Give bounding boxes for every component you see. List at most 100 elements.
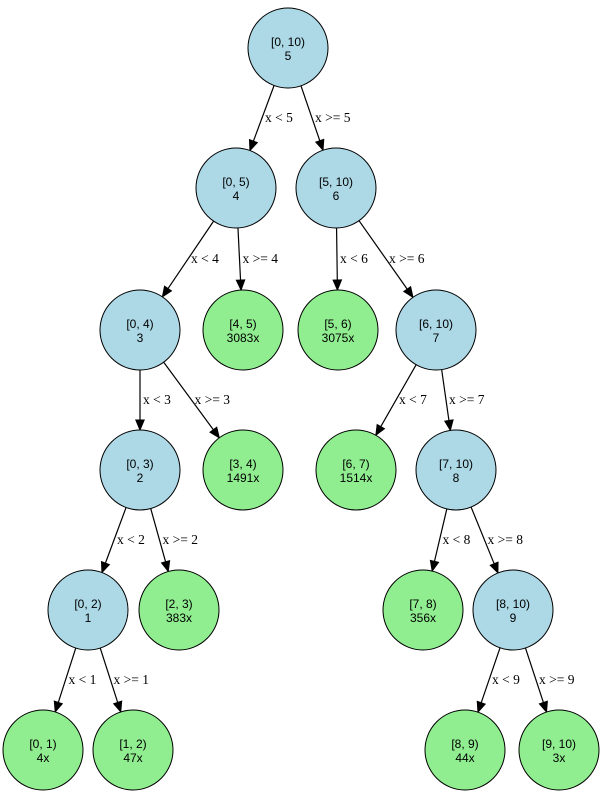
node-circle [395, 289, 477, 371]
node-range-label: [0, 2) [74, 597, 101, 611]
edge-line [300, 85, 321, 141]
edge-label-x-8: x >= 8 [488, 532, 524, 547]
leaf-node-8-9: [8, 9)44x [424, 709, 506, 791]
edge-n0_3-n0_2: x < 2 [100, 507, 145, 574]
split-node-0-3: [0, 3)2 [99, 429, 181, 511]
edge-label-x-4: x >= 4 [243, 251, 279, 266]
edge-label-x-7: x < 7 [399, 392, 427, 407]
edge-n0_5-n4_5: x >= 4 [235, 227, 279, 292]
edge-line [104, 507, 127, 564]
arrowhead-icon [209, 426, 221, 439]
node-value-label: 5 [285, 49, 292, 63]
split-node-7-10: [7, 10)8 [415, 429, 497, 511]
edge-line [480, 647, 501, 703]
node-range-label: [0, 3) [126, 457, 153, 471]
edge-n8_10-n8_9: x < 9 [476, 647, 520, 714]
node-circle [295, 147, 377, 229]
node-circle [472, 569, 554, 651]
leaf-node-5-6: [5, 6)3075x [297, 289, 379, 371]
edge-line [150, 508, 167, 562]
arrowhead-icon [160, 560, 171, 573]
edge-line [252, 85, 275, 142]
edge-n0_4-n3_4: x >= 3 [163, 361, 230, 439]
node-range-label: [0, 4) [126, 317, 153, 331]
edge-n7_10-n7_8: x < 8 [429, 508, 471, 573]
split-node-0-10: [0, 10)5 [247, 7, 329, 89]
node-range-label: [9, 10) [542, 737, 576, 751]
edge-line [524, 647, 544, 703]
leaf-node-1-2: [1, 2)47x [92, 709, 174, 791]
leaf-node-6-7: [6, 7)1514x [315, 429, 397, 511]
edge-label-x-2: x >= 2 [163, 532, 198, 547]
node-circle [202, 429, 284, 511]
leaf-node-9-10: [9, 10)3x [518, 709, 600, 791]
split-node-0-4: [0, 4)3 [99, 289, 181, 371]
node-value-label: 2 [137, 471, 144, 485]
node-value-label: 9 [510, 611, 517, 625]
edge-label-x-1: x >= 1 [114, 672, 149, 687]
edge-n6_10-n6_7: x < 7 [375, 364, 427, 437]
node-circle [138, 569, 220, 651]
node-range-label: [7, 8) [409, 597, 436, 611]
node-range-label: [0, 10) [271, 35, 305, 49]
node-range-label: [2, 3) [165, 597, 192, 611]
node-value-label: 6 [333, 189, 340, 203]
node-circle [415, 429, 497, 511]
node-circle [297, 289, 379, 371]
arrowhead-icon [489, 561, 499, 575]
node-range-label: [6, 10) [419, 317, 453, 331]
edge-n0_10-n5_10: x >= 5 [300, 85, 351, 152]
edge-label-x-2: x < 2 [117, 532, 145, 547]
arrowhead-icon [538, 700, 548, 714]
edge-line [335, 227, 338, 281]
node-value-label: 3075x [322, 331, 355, 345]
node-circle [518, 709, 600, 791]
arrowhead-icon [100, 560, 111, 574]
split-node-0-2: [0, 2)1 [47, 569, 129, 651]
node-value-label: 383x [166, 611, 192, 625]
edge-label-x-5: x < 5 [265, 110, 293, 125]
node-value-label: 1491x [227, 471, 260, 485]
nodes-layer: [0, 10)5[0, 5)4[5, 10)6[0, 4)3[4, 5)3083… [2, 7, 600, 791]
arrowhead-icon [135, 419, 145, 432]
edge-n7_10-n8_10: x >= 8 [470, 506, 524, 575]
split-node-0-5: [0, 5)4 [195, 147, 277, 229]
node-range-label: [7, 10) [439, 457, 473, 471]
node-range-label: [6, 7) [342, 457, 369, 471]
node-circle [424, 709, 506, 791]
edge-n0_2-n0_1: x < 1 [53, 647, 97, 714]
node-range-label: [3, 4) [229, 457, 256, 471]
edge-line [433, 508, 448, 562]
edge-n8_10-n9_10: x >= 9 [524, 647, 575, 714]
edge-n5_10-n5_6: x < 6 [332, 227, 368, 292]
edge-line [358, 220, 408, 290]
node-value-label: 4x [37, 751, 50, 765]
edge-label-x-1: x < 1 [69, 672, 97, 687]
node-value-label: 1 [85, 611, 92, 625]
node-circle [202, 289, 284, 371]
node-range-label: [4, 5) [229, 317, 256, 331]
edge-label-x-9: x >= 9 [539, 672, 575, 687]
node-circle [247, 7, 329, 89]
leaf-node-3-4: [3, 4)1491x [202, 429, 284, 511]
arrowhead-icon [332, 279, 343, 292]
arrowhead-icon [161, 285, 173, 298]
arrowhead-icon [402, 285, 414, 299]
node-circle [2, 709, 84, 791]
split-node-5-10: [5, 10)6 [295, 147, 377, 229]
edge-line [441, 369, 450, 421]
node-circle [99, 429, 181, 511]
arrowhead-icon [429, 559, 440, 573]
arrowhead-icon [248, 138, 259, 152]
split-node-6-10: [6, 10)7 [395, 289, 477, 371]
node-value-label: 3 [137, 331, 144, 345]
edge-n0_4-n0_3: x < 3 [135, 370, 171, 432]
arrowhead-icon [443, 419, 454, 432]
node-range-label: [5, 10) [319, 175, 353, 189]
node-range-label: [8, 10) [496, 597, 530, 611]
node-circle [382, 569, 464, 651]
arrowhead-icon [112, 700, 123, 714]
node-value-label: 8 [453, 471, 460, 485]
edge-label-x-4: x < 4 [191, 251, 219, 266]
